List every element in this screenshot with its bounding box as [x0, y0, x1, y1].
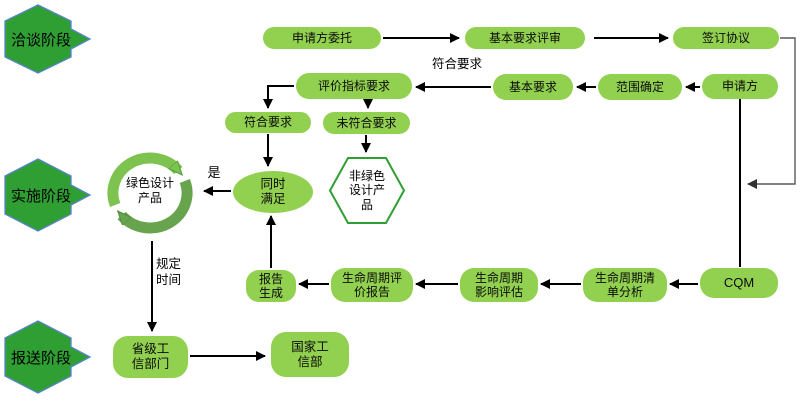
node-applicant-entrust: 申请方委托 [263, 27, 381, 49]
node-lca-inventory-analysis: 生命周期清单分析 [583, 268, 667, 302]
node-lca-report: 生命周期评价报告 [331, 268, 413, 302]
node-provincial-dept: 省级工信部门 [113, 336, 188, 378]
phase-submission: 报送阶段 [2, 320, 94, 394]
node-label: 评价指标要求 [317, 78, 390, 93]
phase-hexagon-shape [4, 158, 92, 232]
node-cqm: CQM [700, 268, 778, 298]
node-national-dept: 国家工信部 [271, 332, 349, 377]
node-meets-requirement: 符合要求 [225, 112, 311, 133]
edge-label-meets-requirement: 符合要求 [431, 57, 482, 71]
node-report-generated: 报告生成 [246, 270, 296, 302]
node-evaluation-indicator-requirement: 评价指标要求 [296, 73, 412, 99]
phase-implementation-label: 实施阶段 [10, 187, 71, 205]
phase-hexagon-shape [4, 4, 92, 74]
cycle-arrows-icon [107, 152, 193, 234]
phase-hexagon-shape [4, 320, 92, 394]
edge-label-specified-time: 规定时间 [156, 257, 186, 288]
phase-negotiation: 洽谈阶段 [2, 4, 94, 74]
node-applicant: 申请方 [702, 74, 778, 99]
node-both-satisfied: 同时满足 [233, 171, 313, 213]
edge-label-yes: 是 [207, 165, 221, 180]
node-not-meets-requirement: 未符合要求 [323, 112, 410, 134]
edge-label-text: 规定时间 [156, 257, 182, 287]
hexagon-shape [328, 157, 406, 224]
node-label: 未符合要求 [336, 115, 397, 130]
phase-implementation: 实施阶段 [2, 158, 94, 232]
node-label: 基本要求评审 [488, 30, 561, 45]
node-label: 国家工信部 [291, 339, 329, 369]
node-label: 符合要求 [243, 115, 292, 130]
node-label: 生命周期清单分析 [594, 270, 655, 299]
node-label: 省级工信部门 [131, 342, 170, 371]
node-label: 生命周期影响评估 [474, 270, 523, 299]
node-basic-requirement: 基本要求 [493, 74, 573, 100]
node-label: 签订协议 [701, 30, 750, 45]
node-label: 范围确定 [615, 79, 664, 94]
phase-submission-label: 报送阶段 [10, 349, 71, 367]
node-label: CQM [723, 275, 755, 291]
node-green-design-product: 绿色设计产品 [122, 176, 178, 206]
node-scope-confirmation: 范围确定 [598, 74, 682, 100]
node-label: 绿色设计产品 [125, 176, 174, 205]
node-non-green-product: 非绿色设计产品 [328, 156, 406, 225]
node-lca-impact-assessment: 生命周期影响评估 [460, 268, 538, 302]
phase-negotiation-label: 洽谈阶段 [10, 31, 71, 49]
node-label: 基本要求 [508, 79, 557, 94]
node-label: 非绿色设计产品 [348, 168, 385, 212]
node-label: 申请方 [721, 79, 758, 94]
node-basic-requirement-review: 基本要求评审 [465, 27, 585, 49]
node-label: 报告生成 [258, 271, 283, 300]
node-sign-agreement: 签订协议 [673, 27, 779, 49]
node-label: 生命周期评价报告 [341, 270, 402, 299]
node-label: 申请方委托 [291, 30, 352, 45]
node-label: 同时满足 [260, 177, 286, 206]
